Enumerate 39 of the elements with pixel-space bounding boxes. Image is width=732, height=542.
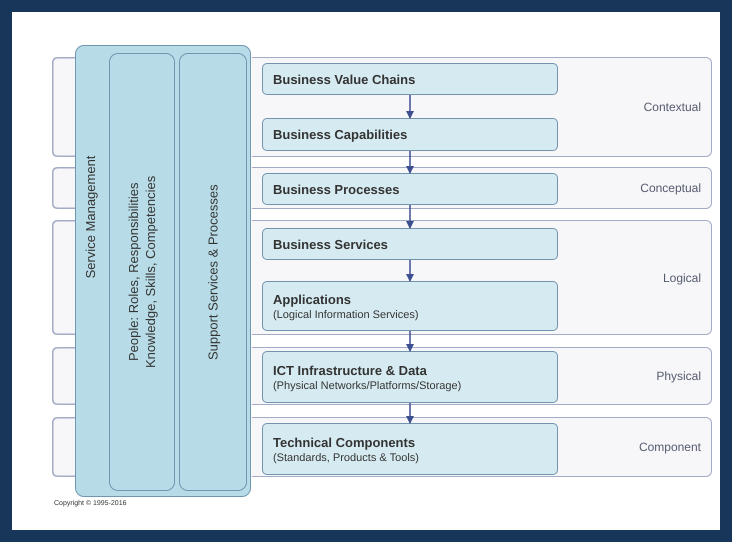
arrow <box>406 260 414 282</box>
process-box <box>262 173 558 205</box>
layer-label: Logical <box>662 270 701 284</box>
column-title: People: Roles, Responsibilities Knowledge, Skills, Competencies <box>125 174 159 370</box>
arrow <box>406 151 414 174</box>
column-panel <box>75 45 251 497</box>
process-box <box>262 351 558 403</box>
layer-band <box>252 57 712 157</box>
box-title: ICT Infrastructure & Data <box>273 362 427 378</box>
layer-label: Component <box>638 440 701 454</box>
arrow <box>406 205 414 229</box>
box-title: Business Capabilities <box>273 127 408 142</box>
layer-band <box>252 220 712 335</box>
layer-band <box>252 417 712 477</box>
layer-label: Physical <box>656 369 701 383</box>
column-panel <box>179 53 247 491</box>
box-title: Business Value Chains <box>273 72 416 86</box>
layer-label: Contextual <box>644 100 701 114</box>
column-title: Support Services & Processes <box>204 183 222 362</box>
column-panel <box>109 53 175 491</box>
layer-label: Conceptual <box>640 181 701 195</box>
process-box <box>262 118 558 151</box>
column-title: Service Management <box>82 156 99 278</box>
box-title: Applications <box>273 292 352 306</box>
process-box <box>262 63 558 95</box>
box-subtitle: (Physical Networks/Platforms/Storage) <box>273 380 462 392</box>
process-box <box>262 228 558 260</box>
box-subtitle: (Logical Information Services) <box>273 308 419 320</box>
process-box <box>262 423 558 475</box>
box-subtitle: (Standards, Products & Tools) <box>273 452 419 464</box>
box-title: Technical Components <box>273 434 416 450</box>
process-box <box>262 281 558 331</box>
arrow <box>406 331 414 352</box>
box-title: Business Processes <box>273 182 400 196</box>
box-title: Business Services <box>273 236 388 252</box>
arrow <box>406 403 414 424</box>
arrow <box>406 95 414 119</box>
layer-band <box>252 167 712 209</box>
layer-band <box>252 347 712 405</box>
